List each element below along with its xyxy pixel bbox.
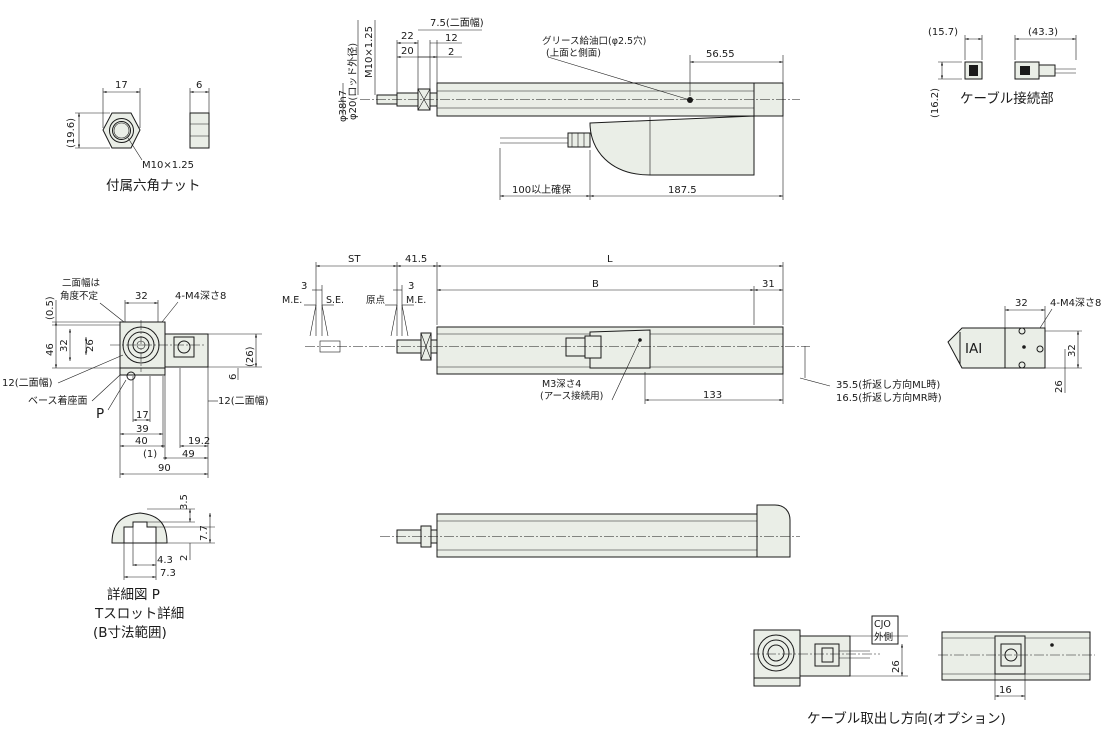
- side-view: ST 41.5 L 3 3 M.E. S.E. 原点 M.E. B 31 M3深…: [282, 254, 942, 404]
- nut-dim-6: 6: [196, 80, 202, 91]
- rod-thread: M10×1.25: [364, 26, 375, 78]
- end-base: ベース着座面: [28, 394, 88, 407]
- motor-housing: [589, 115, 755, 176]
- tslot-caption-3: (B寸法範囲): [93, 625, 167, 641]
- grease-note-1: グリース給油口(φ2.5穴): [542, 35, 646, 47]
- dim-20: 20: [401, 46, 414, 57]
- cjo-2: 外側: [874, 631, 893, 643]
- end-note-2: 角度不定: [60, 290, 99, 302]
- tslot-dim-7-7: 7.7: [199, 525, 210, 541]
- end-dim-90: 90: [158, 463, 171, 474]
- connector-caption: ケーブル接続部: [960, 90, 1054, 107]
- conn-dim-16-2: (16.2): [930, 88, 941, 118]
- end-dim-0-5: (0.5): [45, 296, 56, 320]
- right-dim-32: 32: [1015, 298, 1028, 309]
- end-dim-12-right: 12(二面幅): [218, 394, 269, 407]
- end-dim-26r: (26): [245, 346, 256, 367]
- side-dim-31: 31: [762, 279, 775, 290]
- hex-nut: 17 6 (19.6) M10×1.25 付属六角ナット: [66, 80, 210, 194]
- tslot-dim-2: 2: [179, 555, 190, 561]
- end-dim-49: 49: [182, 449, 195, 460]
- tslot-dim-4-3: 4.3: [157, 555, 173, 566]
- dim-38h7: φ38h7: [338, 90, 349, 122]
- right-logo: IAI: [965, 341, 982, 357]
- dim-12: 12: [445, 33, 458, 44]
- tslot-dim-7-3: 7.3: [160, 568, 176, 579]
- side-se: S.E.: [326, 295, 344, 306]
- end-dim-32: 32: [135, 291, 148, 302]
- cable-connector: (15.7) (43.3) (16.2) ケーブル接続部: [928, 27, 1077, 118]
- side-m3-1: M3深さ4: [542, 379, 581, 390]
- nut-dim-17: 17: [115, 80, 128, 91]
- option-caption: ケーブル取出し方向(オプション): [807, 710, 1006, 727]
- dim-2: 2: [448, 47, 454, 58]
- side-origin: 原点: [366, 295, 386, 306]
- dim-100: 100以上確保: [512, 183, 571, 196]
- dim-7-5: 7.5(二面幅): [430, 16, 484, 29]
- dim-56-55: 56.55: [706, 49, 735, 60]
- dim-22: 22: [401, 31, 414, 42]
- end-dim-39: 39: [136, 424, 149, 435]
- bottom-view: [380, 504, 800, 558]
- side-me2: M.E.: [406, 295, 426, 306]
- conn-dim-15-7: (15.7): [928, 27, 958, 38]
- dim-187-5: 187.5: [668, 185, 697, 196]
- conn-dim-43-3: (43.3): [1028, 27, 1058, 38]
- option-view: CJO 外側 26 16 ケーブル取出し方向(オプション): [750, 615, 1095, 727]
- end-note-1: 二面幅は: [62, 277, 101, 289]
- side-m3-2: (アース接続用): [540, 390, 603, 402]
- end-dim-12-left: 12(二面幅): [2, 376, 53, 389]
- opt-dim-16: 16: [999, 685, 1012, 696]
- end-dim-17: 17: [136, 410, 149, 421]
- right-tap: 4-M4深さ8: [1050, 297, 1101, 309]
- tslot-caption-1: 詳細図 P: [107, 587, 160, 603]
- end-dim-6: 6: [228, 374, 239, 380]
- end-dim-40: 40: [135, 436, 148, 447]
- rod-diameter: φ20(ロッド外径): [346, 43, 359, 120]
- end-view: 32 二面幅は 角度不定 4-M4深さ8 (0.5) 46 32 26 12(二…: [2, 277, 269, 478]
- end-tap: 4-M4深さ8: [175, 290, 226, 302]
- cjo-1: CJO: [874, 619, 891, 630]
- end-dim-19-2: 19.2: [188, 436, 210, 447]
- grease-note-2: (上面と側面): [546, 47, 601, 59]
- end-dim-1: (1): [143, 449, 157, 460]
- side-me1: M.E.: [282, 295, 302, 306]
- side-fold-mr: 16.5(折返し方向MR時): [836, 391, 942, 404]
- end-label-p: P: [96, 406, 104, 422]
- side-dim-41-5: 41.5: [405, 254, 427, 265]
- tslot-caption-2: Tスロット詳細: [94, 606, 184, 622]
- end-dim-46: 46: [45, 343, 56, 356]
- side-dim-b: B: [592, 279, 599, 290]
- nut-thread: M10×1.25: [142, 160, 194, 171]
- nut-dim-19-6: (19.6): [66, 118, 77, 148]
- end-dim-26v: 26: [85, 339, 96, 352]
- side-dim-133: 133: [703, 390, 722, 401]
- end-dim-32v: 32: [59, 339, 70, 352]
- side-st: ST: [348, 254, 361, 265]
- side-fold-ml: 35.5(折返し方向ML時): [836, 378, 940, 391]
- top-view: 22 20 7.5(二面幅) 12 2 φ20(ロッド外径) M10×1.25 …: [338, 16, 800, 200]
- right-dim-32v: 32: [1067, 344, 1078, 357]
- t-slot-detail: 3.5 7.7 2 4.3 7.3 詳細図 P Tスロット詳細 (B寸法範囲): [93, 494, 215, 641]
- tslot-dim-3-5: 3.5: [179, 494, 190, 510]
- side-dim-3a: 3: [301, 281, 307, 292]
- opt-dim-26: 26: [891, 660, 902, 673]
- right-end-view: IAI 32 4-M4深さ8 32 26: [947, 297, 1101, 393]
- side-dim-l: L: [607, 254, 613, 265]
- nut-caption: 付属六角ナット: [106, 178, 201, 194]
- right-dim-26: 26: [1054, 380, 1065, 393]
- side-dim-3b: 3: [408, 281, 414, 292]
